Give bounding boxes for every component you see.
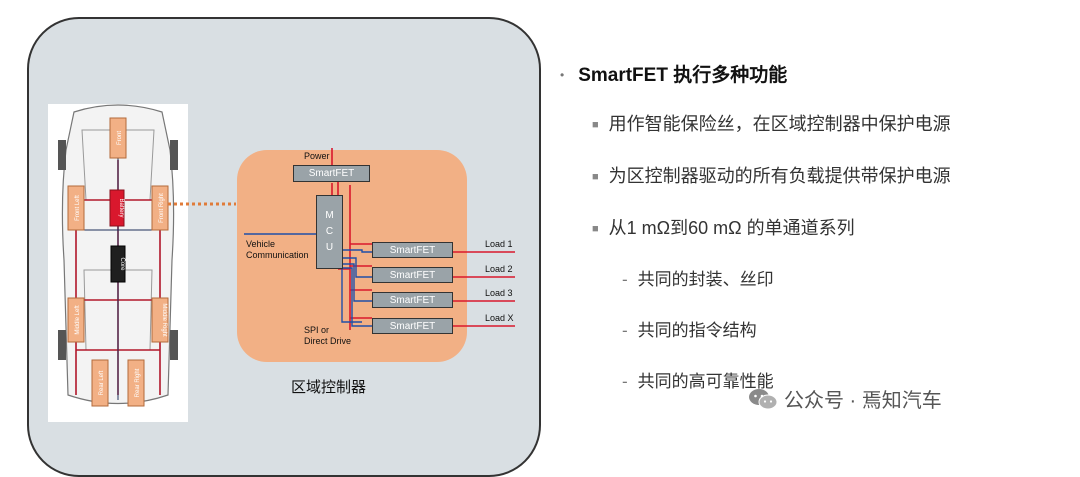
- zone-front-right: [151, 185, 169, 231]
- bullet-item-2-text: 为区控制器驱动的所有负载提供带保护电源: [608, 166, 951, 186]
- zone-core-label: Core: [119, 257, 125, 271]
- bullet-item-3-text: 从1 mΩ到60 mΩ 的单通道系列: [608, 218, 855, 238]
- wechat-icon: [749, 388, 778, 409]
- zone-front-left: [67, 185, 85, 231]
- smartfet-chip-4-label: SmartFET: [389, 320, 436, 332]
- watermark: 公众号 · 焉知汽车: [748, 384, 942, 413]
- dash-bullet-icon: -: [622, 270, 628, 289]
- bullet-title: • SmartFET 执行多种功能: [560, 60, 787, 87]
- sub-item-1: -共同的封装、丝印: [622, 265, 774, 290]
- square-bullet-icon: ■: [592, 223, 599, 235]
- zone-front-left-label: Front Left: [75, 195, 81, 221]
- power-label: Power: [304, 151, 330, 161]
- smartfet-chip-2-label: SmartFET: [389, 269, 436, 281]
- car-illustration: Front Front Left Front Right Battery Cor…: [58, 104, 236, 407]
- dash-bullet-icon: -: [622, 321, 628, 340]
- top-smartfet-label: SmartFET: [308, 168, 355, 179]
- smartfet-chip-1: SmartFET: [372, 242, 453, 258]
- smartfet-chip-4: SmartFET: [372, 318, 453, 334]
- mcu-chip: M C U: [316, 195, 343, 269]
- square-bullet-icon: ■: [592, 119, 599, 131]
- zone-rear-right-label: Rear Right: [135, 368, 141, 397]
- smartfet-chip-1-label: SmartFET: [389, 244, 436, 256]
- bullet-title-text: SmartFET 执行多种功能: [578, 65, 788, 86]
- bullet-item-3: ■ 从1 mΩ到60 mΩ 的单通道系列: [592, 214, 855, 240]
- bullet-item-1: ■ 用作智能保险丝，在区域控制器中保护电源: [592, 110, 951, 136]
- vehicle-comm-label: Vehicle Communication: [246, 239, 309, 260]
- zone-battery-label: Battery: [118, 198, 124, 217]
- watermark-text: 公众号 · 焉知汽车: [784, 390, 942, 412]
- sub-item-2: -共同的指令结构: [622, 316, 757, 341]
- zone-front: [109, 117, 127, 159]
- square-bullet-icon: ■: [592, 171, 599, 183]
- zone-rear-left: [91, 359, 109, 407]
- zone-battery: [109, 189, 125, 227]
- zone-core: [110, 245, 126, 283]
- smartfet-chip-3: SmartFET: [372, 292, 453, 308]
- sub-item-3-text: 共同的高可靠性能: [637, 372, 774, 391]
- top-smartfet-chip: SmartFET: [293, 165, 370, 182]
- zone-rear-left-label: Rear Left: [99, 370, 105, 395]
- smartfet-chip-2: SmartFET: [372, 267, 453, 283]
- zone-front-right-label: Front Right: [159, 193, 165, 223]
- zone-middle-right-label: Middle Right: [161, 303, 167, 337]
- load-x-label: Load X: [485, 313, 514, 323]
- smartfet-chip-3-label: SmartFET: [389, 294, 436, 306]
- diagram-caption: 区域控制器: [291, 379, 367, 396]
- load-3-label: Load 3: [485, 288, 513, 298]
- zone-middle-left-label: Middle Left: [75, 305, 81, 335]
- spi-label: SPI or Direct Drive: [304, 325, 352, 346]
- dash-bullet-icon: -: [622, 372, 628, 391]
- sub-item-3: -共同的高可靠性能: [622, 367, 774, 392]
- zone-middle-left: [67, 297, 85, 343]
- mcu-letter-c: C: [325, 226, 334, 237]
- mcu-letter-m: M: [325, 210, 334, 221]
- sub-item-2-text: 共同的指令结构: [637, 321, 757, 340]
- mcu-letter-u: U: [325, 242, 334, 253]
- bullet-dot-icon: •: [560, 68, 565, 82]
- bullet-item-2: ■ 为区控制器驱动的所有负载提供带保护电源: [592, 162, 951, 188]
- sub-item-1-text: 共同的封装、丝印: [637, 270, 774, 289]
- load-2-label: Load 2: [485, 264, 513, 274]
- zone-middle-right: [151, 297, 169, 343]
- load-1-label: Load 1: [485, 239, 513, 249]
- bullet-item-1-text: 用作智能保险丝，在区域控制器中保护电源: [608, 114, 951, 134]
- zone-front-label: Front: [117, 131, 123, 145]
- zone-controller-wiring: [244, 148, 515, 330]
- zone-rear-right: [127, 359, 145, 407]
